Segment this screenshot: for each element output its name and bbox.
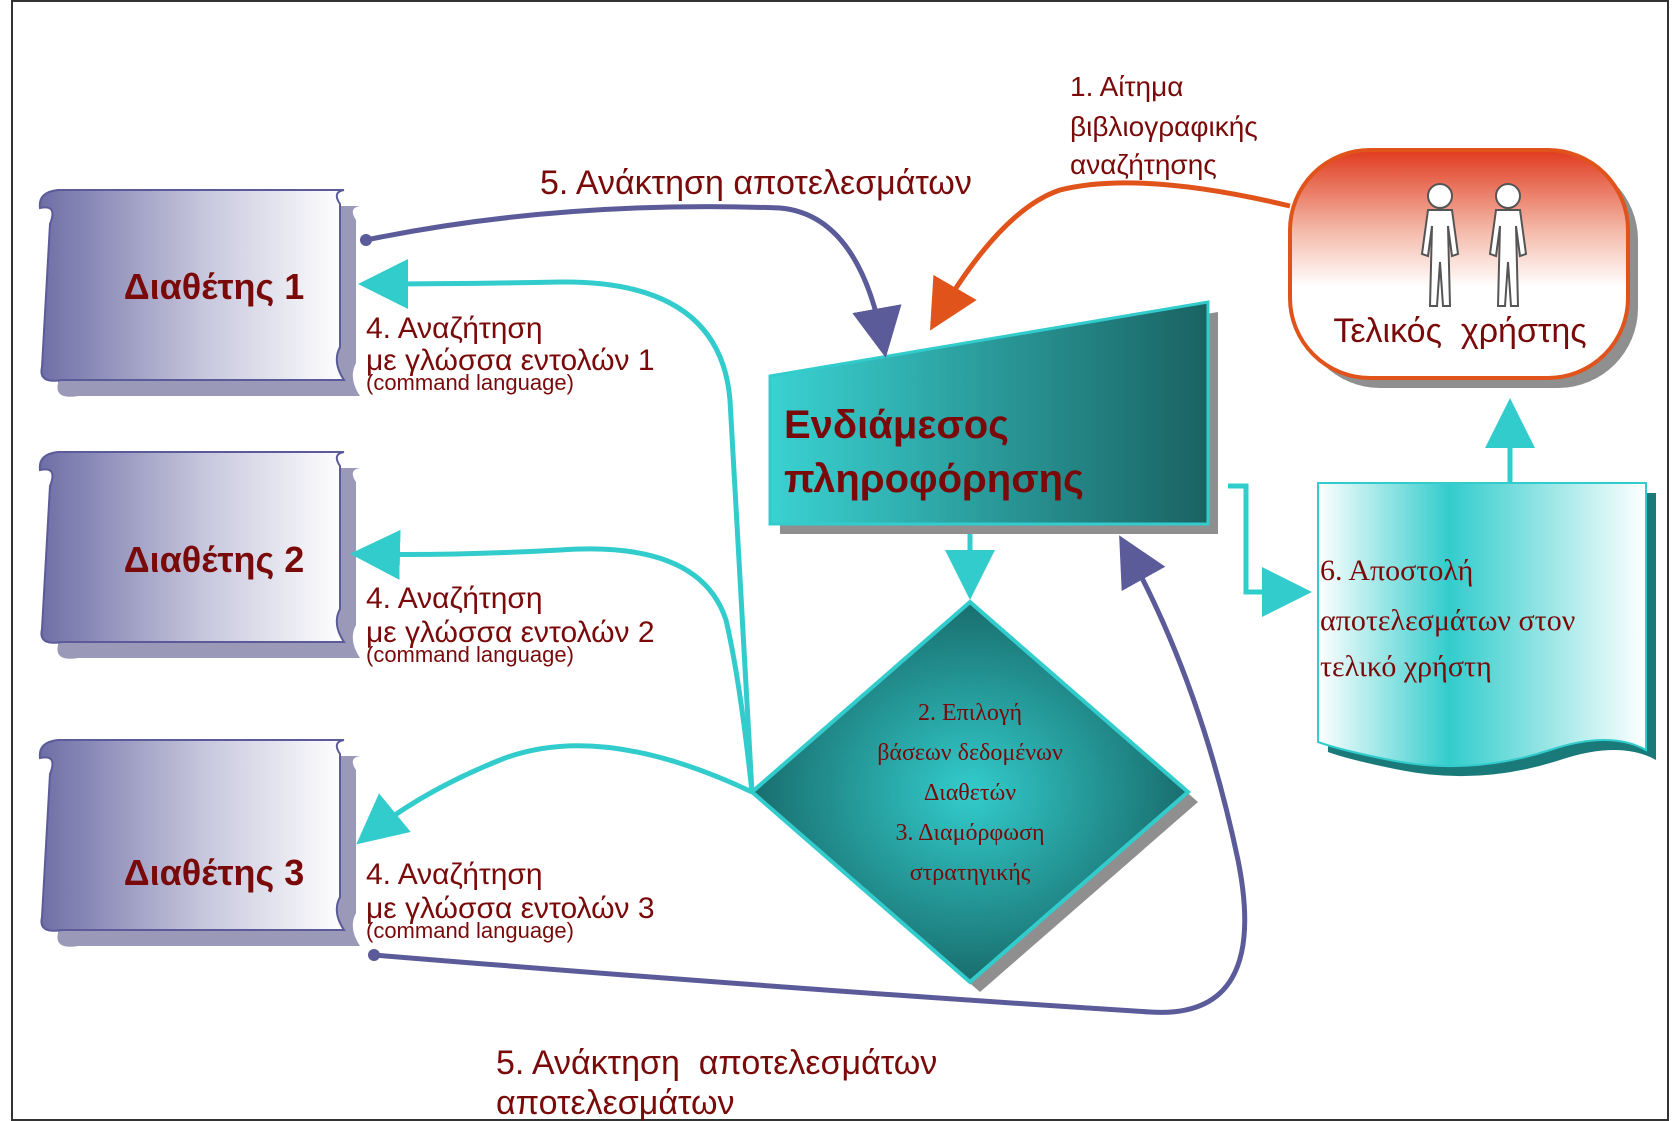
retrieval-bottom-label-line1: 5. Ανάκτηση αποτελεσμάτων <box>496 1044 937 1082</box>
end-user-label: Τελικός χρήστης <box>1333 312 1586 350</box>
decision-line1: 2. Επιλογή <box>918 700 1022 726</box>
provider-3-node: Διαθέτης 3 <box>38 739 361 947</box>
search-1-line1: 4. Αναζήτηση <box>366 312 543 345</box>
provider-1-label: Διαθέτης 1 <box>124 266 305 307</box>
retrieval-bottom-arrow <box>373 535 1248 1015</box>
search-1-line3: (command language) <box>366 370 574 395</box>
search-1-line2: με γλώσσα εντολών 1 <box>366 344 655 377</box>
connector-dot <box>360 234 372 246</box>
provider-3-label: Διαθέτης 3 <box>124 852 305 893</box>
intermediary-label-line2: πληροφόρησης <box>784 457 1084 501</box>
search-3-line2: με γλώσσα εντολών 3 <box>366 892 655 925</box>
search-3-line1: 4. Αναζήτηση <box>366 858 543 891</box>
delivery-line3: τελικό χρήστη <box>1320 650 1492 683</box>
search-arrow-3 <box>356 743 754 845</box>
provider-1-node: Διαθέτης 1 <box>38 189 361 397</box>
end-user-node: Τελικός χρήστης <box>1288 148 1638 388</box>
search-3-line3: (command language) <box>366 918 574 943</box>
delivery-line2: αποτελεσμάτων στον <box>1320 604 1575 637</box>
request-label-line2: βιβλιογραφικής <box>1070 111 1258 142</box>
search-arrow-1 <box>358 258 755 793</box>
intermediary-to-delivery-arrow <box>1228 483 1312 617</box>
person-icon <box>1488 183 1528 307</box>
decision-node: 2. Επιλογή βάσεων δεδομένων Διαθετών 3. … <box>748 599 1198 992</box>
diagram-frame <box>11 0 1669 1121</box>
delivery-document-node: 6. Αποστολή αποτελεσμάτων στον τελικό χρ… <box>1317 482 1656 777</box>
decision-line5: στρατηγικής <box>910 860 1031 886</box>
search-2-line1: 4. Αναζήτηση <box>366 582 543 615</box>
search-arrow-2 <box>350 529 755 793</box>
provider-2-node: Διαθέτης 2 <box>38 451 361 659</box>
intermediary-label-line1: Ενδιάμεσος <box>784 403 1009 447</box>
request-label-line3: αναζήτησης <box>1070 149 1217 180</box>
connector-dot <box>368 949 380 961</box>
decision-line4: 3. Διαμόρφωση <box>895 820 1044 846</box>
retrieval-bottom-label-line2: αποτελεσμάτων <box>496 1084 735 1121</box>
person-icon <box>1420 183 1460 307</box>
decision-line2: βάσεων δεδομένων <box>877 740 1063 766</box>
provider-2-label: Διαθέτης 2 <box>124 539 305 580</box>
decision-line3: Διαθετών <box>924 780 1016 806</box>
retrieval-top-label: 5. Ανάκτηση αποτελεσμάτων <box>540 164 972 202</box>
request-arrow <box>929 180 1291 331</box>
retrieval-top-arrow <box>365 204 902 358</box>
search-2-line3: (command language) <box>366 642 574 667</box>
intermediary-node: Ενδιάμεσος πληροφόρησης <box>768 300 1218 534</box>
search-2-line2: με γλώσσα εντολών 2 <box>366 616 655 649</box>
delivery-line1: 6. Αποστολή <box>1320 554 1473 587</box>
request-label-line1: 1. Αίτημα <box>1070 71 1183 102</box>
